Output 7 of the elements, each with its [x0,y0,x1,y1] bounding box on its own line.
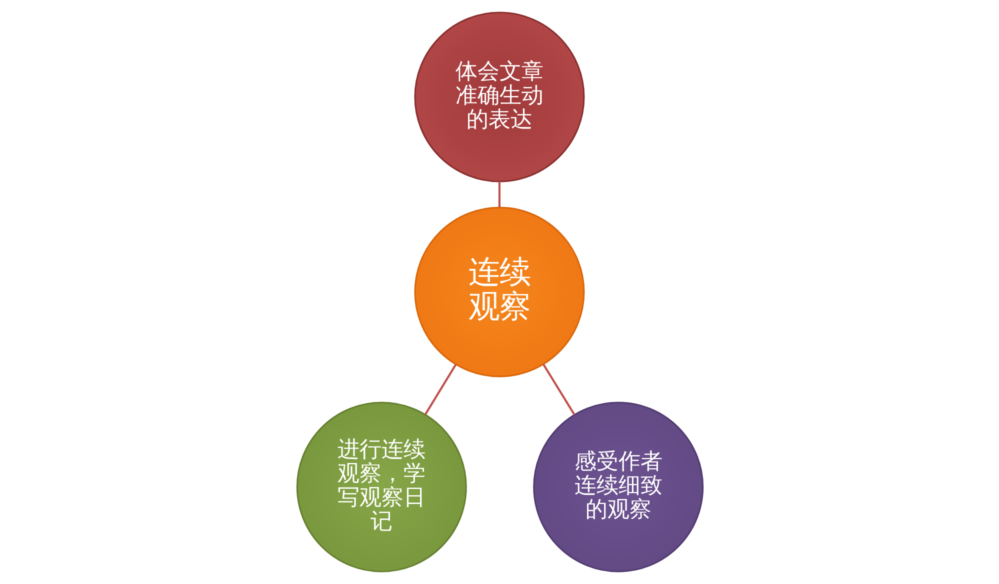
node-circle: 连续观察 [414,206,584,378]
connector [498,182,500,208]
node-circle: 感受作者连续细致的观察 [532,402,704,572]
node-circle: 进行连续观察，学写观察日记 [296,402,466,572]
connector [542,364,575,416]
node-circle: 体会文章准确生动的表达 [414,12,584,182]
connector [424,364,456,416]
